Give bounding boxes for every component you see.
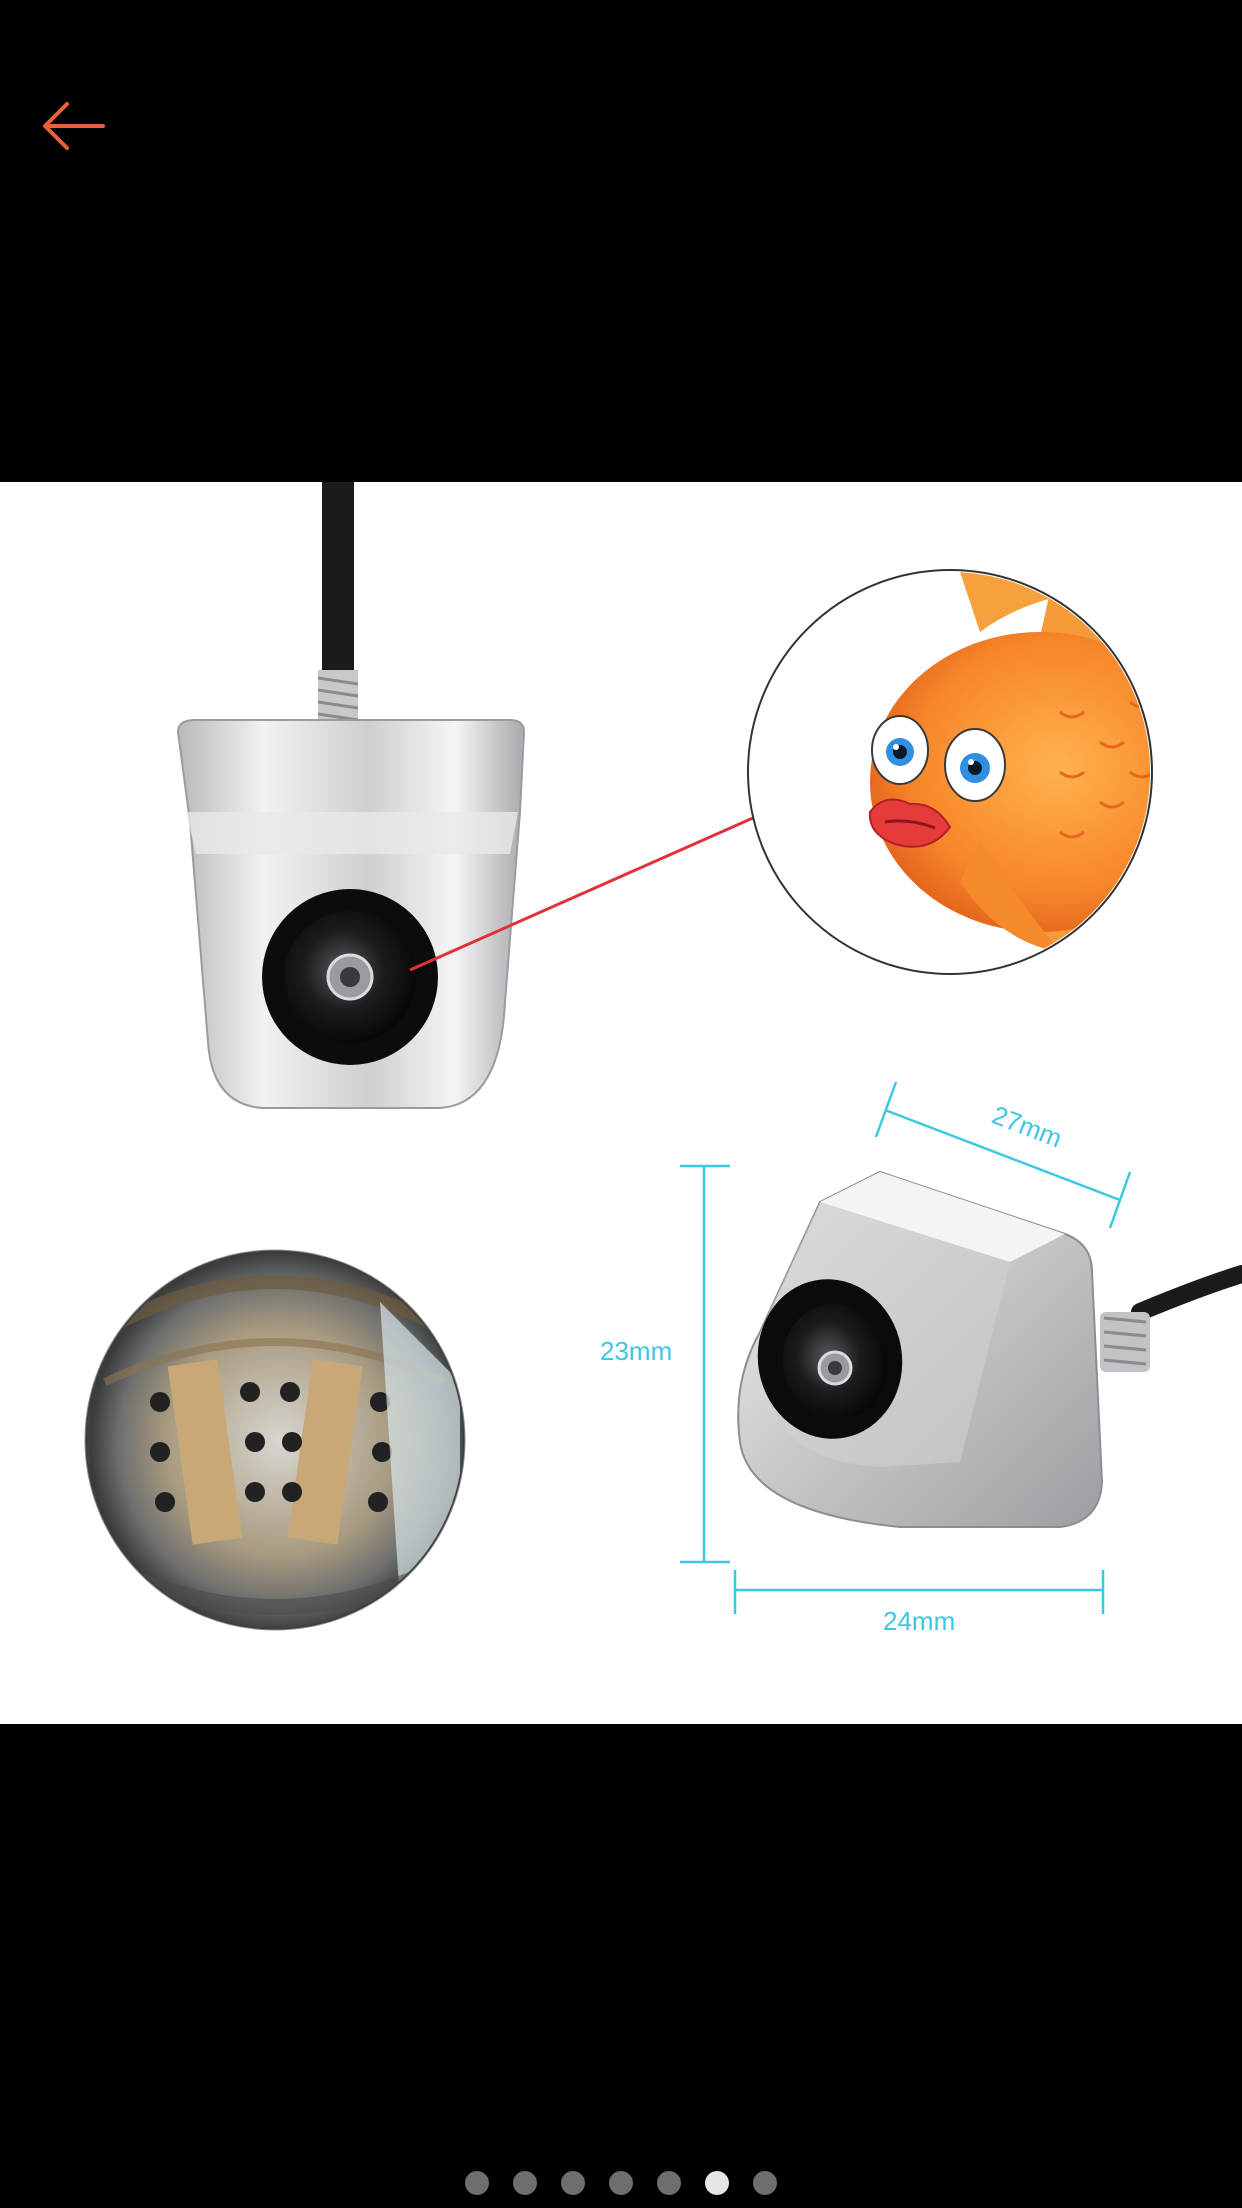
carousel-dot[interactable] [513, 2171, 537, 2195]
camera-side-view [737, 1170, 1242, 1528]
carousel-dot[interactable] [705, 2171, 729, 2195]
carousel-indicator [0, 2168, 1242, 2198]
arrow-left-icon [43, 102, 105, 150]
dimension-label-23mm: 23mm [600, 1336, 672, 1366]
fish-illustration [747, 569, 1153, 975]
camera-front-view [176, 719, 526, 1109]
fisheye-view-image [84, 1249, 466, 1631]
carousel-dot[interactable] [657, 2171, 681, 2195]
dimension-label-27mm: 27mm [988, 1100, 1066, 1154]
carousel-dot[interactable] [753, 2171, 777, 2195]
carousel-dot[interactable] [561, 2171, 585, 2195]
camera-cable [322, 482, 354, 682]
dimension-label-24mm: 24mm [883, 1606, 955, 1636]
carousel-dot[interactable] [609, 2171, 633, 2195]
carousel-dot[interactable] [465, 2171, 489, 2195]
product-illustration: 27mm 23mm 24mm [84, 482, 1242, 1636]
back-button[interactable] [24, 86, 120, 166]
dimension-lines [680, 1081, 1132, 1614]
product-photo[interactable]: 27mm 23mm 24mm [0, 482, 1242, 1724]
